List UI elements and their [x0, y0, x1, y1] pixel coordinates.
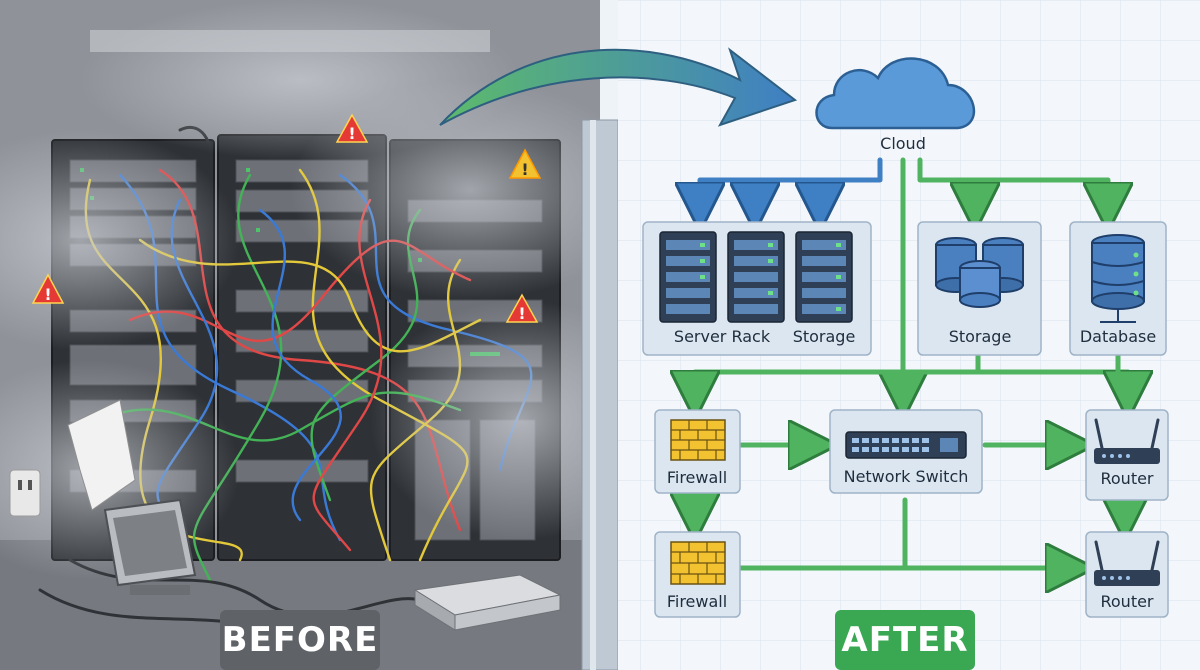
after-panel: Cloud Server Rack: [439, 0, 1200, 670]
firewall-top-label: Firewall: [667, 468, 727, 487]
network-switch-label: Network Switch: [844, 467, 969, 486]
switch-icon: [845, 431, 967, 459]
blue-links: [700, 157, 883, 212]
cloud-node: Cloud: [815, 57, 976, 153]
router-node: Router: [1085, 531, 1169, 618]
firewall-node: Firewall: [654, 531, 741, 618]
server-rack-node: Server Rack Storage: [642, 221, 872, 356]
firewall-node: Firewall: [654, 409, 741, 494]
firewall-icon: [670, 419, 726, 461]
warning-icon: !: [505, 293, 539, 323]
paper-sheets: [67, 399, 136, 511]
firewall-bottom-label: Firewall: [667, 592, 727, 611]
after-badge: AFTER: [835, 610, 975, 670]
network-box: [413, 574, 562, 631]
router-icon: [1094, 540, 1160, 586]
cloud-icon: [815, 57, 976, 130]
svg-text:!: !: [521, 160, 528, 179]
router-icon: [1094, 418, 1160, 464]
before-badge: BEFORE: [220, 610, 380, 670]
router-bottom-label: Router: [1100, 592, 1153, 611]
cloud-label: Cloud: [880, 134, 926, 153]
svg-text:!: !: [44, 285, 51, 304]
storage-node: Storage: [917, 221, 1042, 356]
firewall-icon: [670, 541, 726, 585]
warning-icon: !: [31, 273, 65, 304]
svg-text:!: !: [348, 124, 355, 143]
svg-text:!: !: [518, 304, 525, 323]
power-outlet-icon: [9, 469, 41, 517]
transition-arrow: [439, 47, 798, 127]
warning-icon: !: [508, 148, 542, 179]
database-node: Database: [1069, 221, 1167, 356]
database-label: Database: [1080, 327, 1156, 346]
storage-right-label: Storage: [949, 327, 1012, 346]
server-rack-label: Server Rack: [674, 327, 771, 346]
router-top-label: Router: [1100, 469, 1153, 488]
monitor-icon: [103, 498, 197, 595]
storage-left-label: Storage: [793, 327, 856, 346]
network-switch-node: Network Switch: [829, 409, 983, 494]
panel-divider: [581, 119, 619, 670]
warning-icon: !: [335, 113, 369, 143]
before-panel: ! ! ! !: [0, 0, 670, 670]
router-node: Router: [1085, 409, 1169, 501]
green-links: [695, 157, 1128, 568]
database-icon: [935, 237, 1024, 308]
